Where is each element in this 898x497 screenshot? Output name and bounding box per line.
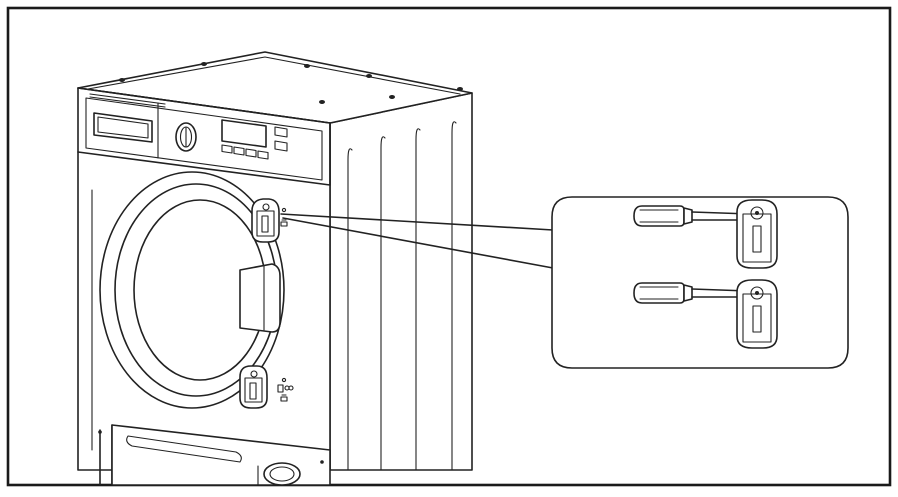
door-handle bbox=[239, 263, 281, 333]
cabinet-panel-grooves bbox=[347, 121, 457, 471]
control-panel-band bbox=[77, 87, 331, 186]
magnified-callout-icon bbox=[551, 196, 849, 369]
hinge-upper-detail-icon bbox=[736, 199, 778, 269]
screwdriver-lower-icon bbox=[633, 282, 749, 304]
machine-base bbox=[98, 424, 331, 486]
callout-leader-lines bbox=[280, 213, 554, 269]
door-hinge-bottom-icon bbox=[239, 365, 294, 409]
hinge-lower-detail-icon bbox=[736, 279, 778, 349]
top-screws bbox=[119, 62, 463, 104]
side-buttons bbox=[274, 126, 288, 152]
door-icon bbox=[99, 171, 285, 409]
detergent-drawer bbox=[93, 112, 153, 143]
program-knob bbox=[175, 122, 197, 152]
callout-box bbox=[551, 196, 849, 369]
display-screen bbox=[221, 119, 267, 148]
washing-machine-icon bbox=[77, 51, 473, 486]
display-buttons bbox=[221, 144, 269, 160]
door-hinge-top-icon bbox=[251, 198, 288, 243]
figure-frame bbox=[6, 6, 892, 487]
